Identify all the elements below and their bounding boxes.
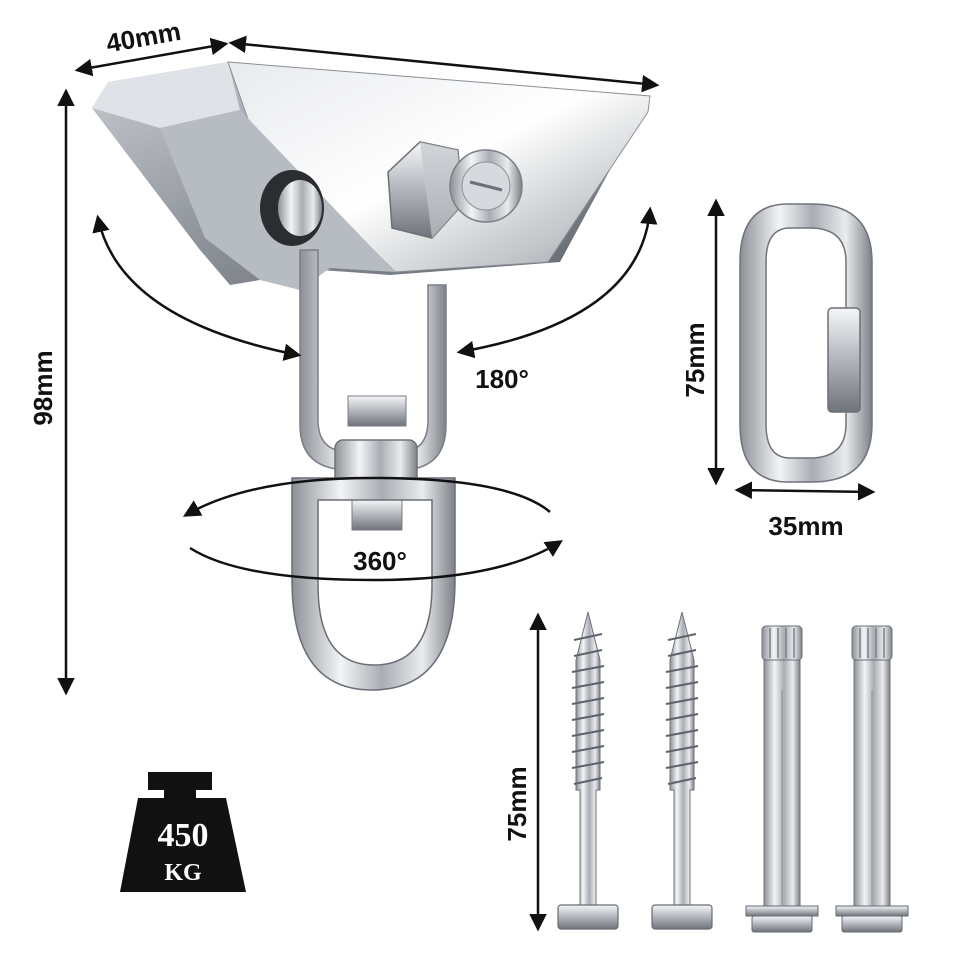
swivel-angle-label: 360°	[353, 546, 407, 576]
expansion-bolt	[745, 625, 819, 933]
weight-badge: 450 KG	[120, 772, 246, 892]
width-label: 40mm	[104, 16, 183, 59]
quick-link-width-label: 35mm	[768, 511, 843, 541]
right-rotation-arrow	[456, 206, 658, 359]
lag-screw	[557, 611, 619, 930]
quick-link-height-label: 75mm	[680, 322, 710, 397]
swivel-arrow-back	[182, 476, 551, 517]
swivel-ring	[291, 477, 456, 691]
left-rotation-arrow	[92, 214, 302, 361]
quick-link-sleeve	[827, 307, 861, 413]
rotation-angle-label: 180°	[475, 364, 529, 394]
weight-unit: KG	[164, 860, 202, 886]
quick-link-illustration: 75mm 35mm	[680, 198, 876, 541]
bolts-illustration: 75mm	[502, 611, 909, 933]
length-dimension-arrow	[228, 35, 660, 93]
weight-icon	[120, 772, 246, 892]
quick-link-width-arrow	[734, 481, 876, 501]
lag-screw	[651, 611, 713, 930]
weight-value: 450	[158, 817, 209, 854]
bolt-length-label: 75mm	[502, 766, 532, 841]
mounting-plate	[92, 61, 651, 290]
width-dimension-arrow	[74, 37, 229, 77]
expansion-bolt	[835, 625, 909, 933]
swivel-arrow-front	[189, 540, 563, 582]
height-label: 98mm	[28, 350, 58, 425]
swivel-hook-illustration: 40mm 98mm	[28, 16, 660, 696]
